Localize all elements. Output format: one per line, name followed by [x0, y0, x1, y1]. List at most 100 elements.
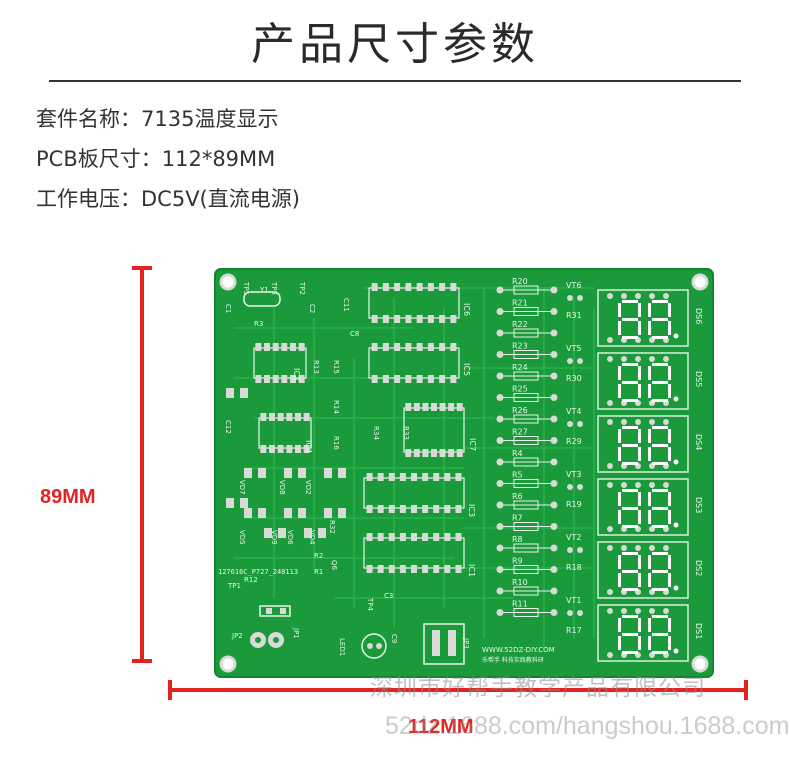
diode-vd1: [259, 605, 291, 617]
segment: [668, 447, 671, 461]
silk-label: R1: [314, 568, 323, 576]
seven-segment-displays: DS6VT6R31DS5VT5R30DS4VT4R29DS3VT3R19DS2V…: [566, 281, 703, 662]
smd-pad: [324, 508, 332, 518]
smd-pad: [278, 528, 286, 538]
segment: [622, 381, 638, 384]
silk-label: C11: [342, 298, 350, 312]
resistor-label: R29: [566, 437, 582, 446]
smd-pad: [258, 468, 266, 478]
resistor-label: R11: [512, 600, 528, 609]
transistor-label: VT2: [566, 533, 581, 542]
spec-kit-name: 套件名称：7135温度显示: [36, 103, 278, 133]
ic-footprint: IC1: [363, 533, 476, 577]
segment: [668, 429, 671, 443]
resistor-label: R4: [512, 449, 523, 458]
segment: [622, 363, 638, 366]
misc-components: [226, 291, 465, 665]
segment: [622, 399, 638, 402]
resistor: R24: [496, 363, 558, 381]
segment: [668, 618, 671, 632]
segment: [638, 366, 641, 380]
silk-label: R34: [372, 426, 380, 440]
resistor-label: R20: [512, 277, 528, 286]
segment: [622, 552, 638, 555]
transistor-label: VT6: [566, 281, 581, 290]
silk-label: TP3: [270, 281, 278, 295]
smd-pad: [240, 498, 248, 508]
segment: [668, 555, 671, 569]
resistor-label: R10: [512, 578, 528, 587]
segment: [668, 384, 671, 398]
silk-label: VD2: [304, 480, 312, 495]
smd-pad: [226, 498, 234, 508]
width-dimension-label: 112MM: [408, 716, 474, 738]
watermark-url: 52dz.1688.com/hangshou.1688.com: [385, 712, 790, 740]
silk-label: TP2: [298, 281, 306, 295]
display-label: DS4: [694, 434, 703, 450]
spec-pcb-size: PCB板尺寸：112*89MM: [36, 143, 275, 173]
spec-value: 7135温度显示: [141, 107, 279, 131]
segment: [618, 447, 621, 461]
segment: [652, 336, 668, 339]
electrolytic-cap-c9: [361, 633, 387, 659]
segment: [648, 510, 651, 524]
segment: [652, 363, 668, 366]
segment: [652, 444, 668, 447]
smd-pad: [284, 508, 292, 518]
segment: [648, 321, 651, 335]
resistor-label: R31: [566, 311, 582, 320]
resistor: R8: [496, 535, 558, 553]
silk-label: VD6: [286, 530, 294, 545]
resistor-label: R26: [512, 406, 528, 415]
resistor: R5: [496, 471, 558, 488]
ic-label: IC6: [462, 303, 471, 316]
segment: [648, 573, 651, 587]
transistor-label: VT1: [566, 596, 581, 605]
resistor-label: R21: [512, 299, 528, 308]
smd-pad: [318, 528, 326, 538]
crystal-y1: [243, 291, 281, 307]
silk-label: VD8: [278, 480, 286, 495]
smd-pad: [244, 508, 252, 518]
display-label: DS6: [694, 308, 703, 324]
segment: [638, 447, 641, 461]
segment: [622, 300, 638, 303]
board-version-text: 127616C_P727_240113: [218, 568, 298, 576]
width-dimension-line: [170, 688, 747, 692]
segment: [618, 429, 621, 443]
silk-label: VD7: [238, 480, 246, 495]
spec-label: 工作电压：: [36, 187, 141, 211]
resistor: R27: [496, 428, 558, 445]
resistor-label: R7: [512, 514, 523, 523]
segment: [638, 636, 641, 650]
spec-label: 套件名称：: [36, 107, 141, 131]
segment: [618, 510, 621, 524]
smd-pad: [298, 508, 306, 518]
spec-value: 112*89MM: [161, 147, 276, 171]
segment: [652, 570, 668, 573]
silk-label: JP1: [292, 627, 300, 639]
ic-footprint: IC3: [363, 473, 476, 517]
segment: [618, 573, 621, 587]
ic-footprint: IC4: [258, 413, 313, 453]
transistor-label: VT3: [566, 470, 581, 479]
segment: [618, 321, 621, 335]
silk-label: R16: [332, 436, 340, 450]
segment: [618, 366, 621, 380]
segment: [622, 615, 638, 618]
smd-pad: [240, 388, 248, 398]
display-label: DS3: [694, 497, 703, 513]
segment: [638, 510, 641, 524]
smd-pad: [338, 508, 346, 518]
resistor-label: R27: [512, 428, 528, 437]
resistor: R7: [496, 514, 558, 531]
resistor-label: R23: [512, 342, 528, 351]
ic-footprint: IC5: [368, 343, 471, 383]
segment: [622, 444, 638, 447]
silk-label: R32: [328, 520, 336, 534]
